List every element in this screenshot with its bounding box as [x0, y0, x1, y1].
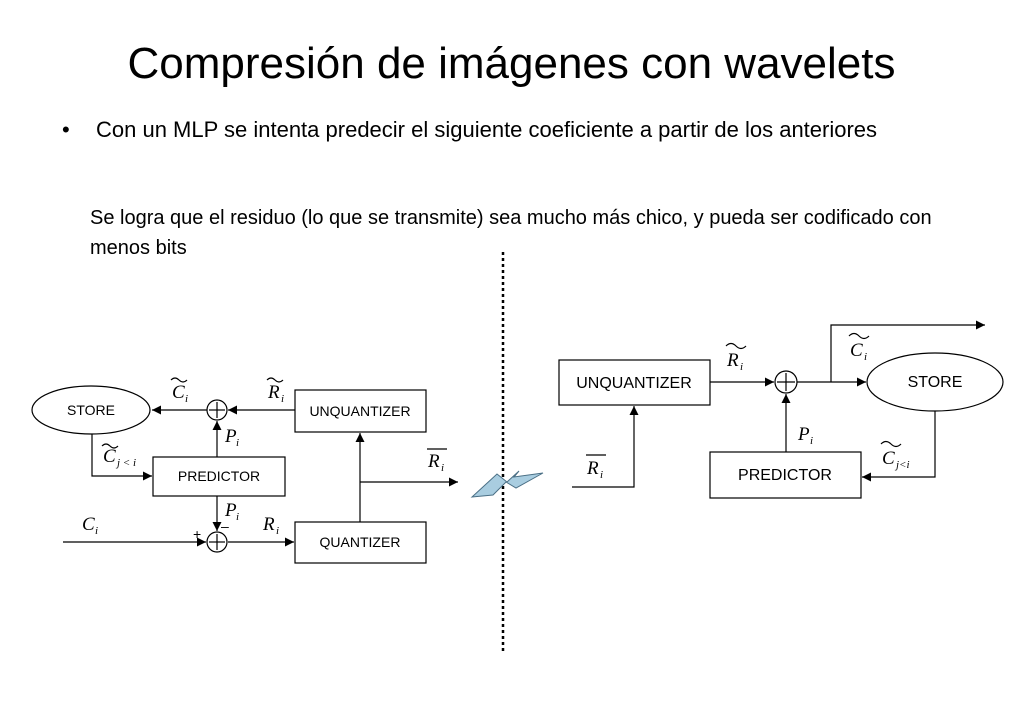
decoder-unquantizer-block — [558, 359, 711, 406]
encoder-unquantizer-block — [294, 389, 427, 433]
svg-text:R: R — [267, 382, 280, 403]
wire-store-to-predictor — [862, 411, 936, 482]
encoder-r-bar-symbol: R i — [427, 448, 447, 474]
minus-sign: – — [221, 518, 229, 534]
encoder-c-tilde-prev-symbol: C j < i — [101, 443, 136, 469]
plus-sign: + — [193, 526, 201, 542]
wire-input-to-unquantizer — [572, 406, 639, 488]
encoder-bottom-summer — [206, 531, 228, 553]
svg-text:R: R — [586, 458, 599, 479]
decoder-r-tilde-symbol: R i — [725, 342, 747, 373]
encoder-unquantizer-label: UNQUANTIZER — [309, 403, 410, 419]
transmission-bolt-icon — [470, 470, 544, 498]
svg-text:P: P — [797, 424, 810, 445]
svg-text:R: R — [726, 350, 739, 371]
decoder-c-tilde-symbol: C i — [848, 332, 870, 363]
svg-text:i: i — [281, 393, 284, 405]
decoder-c-tilde-prev-symbol: C j<i — [880, 440, 910, 471]
svg-text:i: i — [95, 525, 98, 537]
svg-text:j < i: j < i — [115, 457, 136, 469]
svg-text:C: C — [850, 340, 863, 361]
encoder-store-label: STORE — [67, 402, 115, 418]
encoder-predictor-label: PREDICTOR — [178, 468, 260, 484]
encoder-p-bottom-symbol: P i — [224, 500, 239, 523]
svg-text:i: i — [740, 361, 743, 373]
svg-text:j<i: j<i — [894, 459, 910, 471]
encoder-p-top-symbol: P i — [224, 426, 239, 449]
decoder-r-bar-symbol: R i — [586, 454, 606, 481]
svg-text:i: i — [864, 351, 867, 363]
svg-text:R: R — [427, 451, 440, 472]
svg-text:i: i — [810, 435, 813, 447]
svg-text:i: i — [236, 437, 239, 449]
svg-text:i: i — [441, 462, 444, 474]
decoder-unquantizer-label: UNQUANTIZER — [576, 375, 692, 392]
svg-text:i: i — [600, 469, 603, 481]
wire-store-to-predictor — [91, 434, 152, 481]
encoder-r-tilde-symbol: R i — [266, 377, 284, 405]
encoder-predictor-block — [152, 456, 286, 497]
encoder-c-tilde-symbol: C i — [170, 377, 188, 405]
encoder-store-block — [31, 385, 151, 435]
residual-note: Se logra que el residuo (lo que se trans… — [90, 207, 932, 259]
svg-text:C: C — [172, 382, 185, 403]
svg-text:C: C — [82, 514, 95, 535]
svg-text:P: P — [224, 426, 237, 447]
encoder-quantizer-block — [294, 521, 427, 564]
bullet-text: Con un MLP se intenta predecir el siguie… — [96, 117, 878, 142]
encoder-top-summer — [206, 399, 228, 421]
decoder-section: UNQUANTIZER STORE PREDICTOR R i C i P i — [558, 320, 1004, 499]
svg-text:i: i — [276, 525, 279, 537]
encoder-c-input-symbol: C i — [82, 514, 98, 537]
svg-text:C: C — [882, 448, 895, 469]
encoder-quantizer-label: QUANTIZER — [320, 534, 401, 550]
decoder-store-label: STORE — [908, 374, 963, 391]
decoder-p-symbol: P i — [797, 424, 813, 447]
decoder-predictor-label: PREDICTOR — [738, 467, 832, 484]
svg-text:i: i — [236, 511, 239, 523]
encoder-section: STORE PREDICTOR UNQUANTIZER QUANTIZER — [31, 377, 458, 564]
svg-text:R: R — [262, 514, 275, 535]
encoder-r-residual-symbol: R i — [262, 514, 279, 537]
decoder-summer — [774, 370, 798, 394]
svg-text:i: i — [185, 393, 188, 405]
bullet-item: • Con un MLP se intenta predecir el sigu… — [62, 116, 962, 144]
svg-text:P: P — [224, 500, 237, 521]
wire-decoder-output — [830, 320, 985, 382]
slide-title: Compresión de imágenes con wavelets — [127, 39, 896, 88]
bullet-marker: • — [62, 117, 70, 142]
svg-text:C: C — [103, 446, 116, 467]
